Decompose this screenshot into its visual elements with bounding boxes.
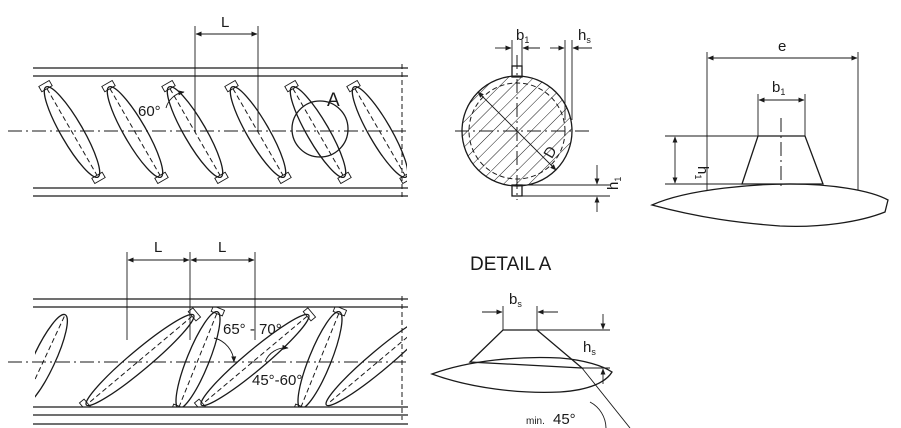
rib-height-top-label: hs (578, 27, 591, 45)
cross-section-view: D b1 hs h1 (455, 27, 623, 212)
pitch-label-top: L (221, 14, 229, 31)
detail-width-label: bs (509, 291, 522, 309)
top-ribs (38, 79, 407, 185)
rib-height-label-section: h1 (605, 177, 623, 190)
detail-height-label: hs (583, 339, 596, 357)
detail-a-circle (291, 100, 349, 158)
detail-a-marker: A (327, 90, 340, 111)
rib-profile-view: e b1 h1 (650, 38, 889, 228)
angle-label-top: 60° (138, 103, 161, 120)
min-angle-prefix: min. (526, 416, 545, 427)
rib-width-label-profile: b1 (772, 79, 785, 97)
detail-a-title: DETAIL A (470, 254, 552, 275)
rib-base-label: e (778, 38, 786, 55)
rib-height-label-profile: h1 (693, 166, 711, 179)
bottom-ribs (35, 307, 407, 407)
rib-width-label: b1 (516, 27, 529, 45)
min-angle-label: 45° (553, 411, 576, 428)
angle-range-2-label: 45°-60° (252, 372, 302, 389)
top-bar-view: L 60° A (8, 14, 410, 200)
angle-range-1-label: 65° - 70° (223, 321, 282, 338)
pitch-label-bottom-2: L (218, 239, 226, 256)
detail-a-view: bs hs min. 45° (430, 291, 631, 428)
bottom-bar-view: L L 65° - 70° 45°-60° (8, 239, 410, 425)
pitch-label-bottom-1: L (154, 239, 162, 256)
